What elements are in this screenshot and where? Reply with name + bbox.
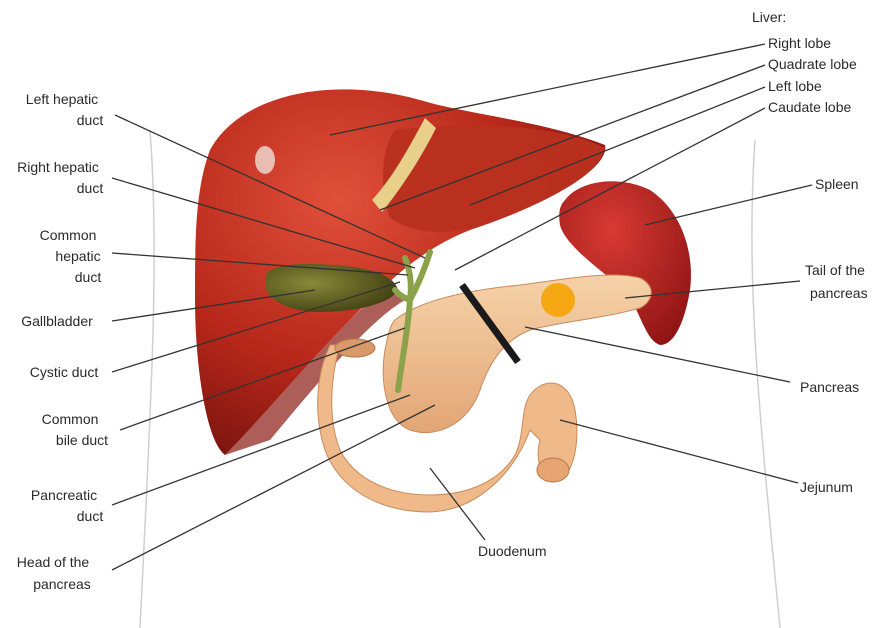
liver-highlight <box>255 146 275 174</box>
marker-dot <box>541 283 575 317</box>
label-gallbladder: Gallbladder <box>21 313 93 329</box>
label-pancreas: Pancreas <box>800 379 859 395</box>
pancreas <box>383 275 651 433</box>
label-right-hepatic-duct-1: Right hepatic <box>17 159 99 175</box>
jejunum-end <box>537 458 569 482</box>
label-spleen: Spleen <box>815 176 859 192</box>
label-cystic-duct: Cystic duct <box>30 364 99 380</box>
label-head-of-pancreas-1: Head of the <box>17 554 90 570</box>
label-right-hepatic-duct-2: duct <box>77 180 104 196</box>
label-pancreatic-duct-1: Pancreatic <box>31 487 97 503</box>
label-common-hepatic-duct-2: hepatic <box>55 248 100 264</box>
label-tail-of-pancreas-1: Tail of the <box>805 262 865 278</box>
duodenum-opening <box>335 339 375 357</box>
labels-left: Left hepatic duct Right hepatic duct Com… <box>17 91 108 592</box>
label-head-of-pancreas-2: pancreas <box>33 576 91 592</box>
label-quadrate-lobe: Quadrate lobe <box>768 56 857 72</box>
label-common-bile-duct-2: bile duct <box>56 432 108 448</box>
label-left-hepatic-duct-1: Left hepatic <box>26 91 98 107</box>
label-tail-of-pancreas-2: pancreas <box>810 285 868 301</box>
label-left-lobe: Left lobe <box>768 78 822 94</box>
label-common-hepatic-duct-3: duct <box>75 269 102 285</box>
label-caudate-lobe: Caudate lobe <box>768 99 852 115</box>
label-jejunum: Jejunum <box>800 479 853 495</box>
label-pancreatic-duct-2: duct <box>77 508 104 524</box>
label-left-hepatic-duct-2: duct <box>77 112 104 128</box>
label-common-hepatic-duct-1: Common <box>40 227 97 243</box>
label-liver-heading: Liver: <box>752 9 786 25</box>
label-right-lobe: Right lobe <box>768 35 831 51</box>
label-common-bile-duct-1: Common <box>42 411 99 427</box>
label-duodenum: Duodenum <box>478 543 547 559</box>
